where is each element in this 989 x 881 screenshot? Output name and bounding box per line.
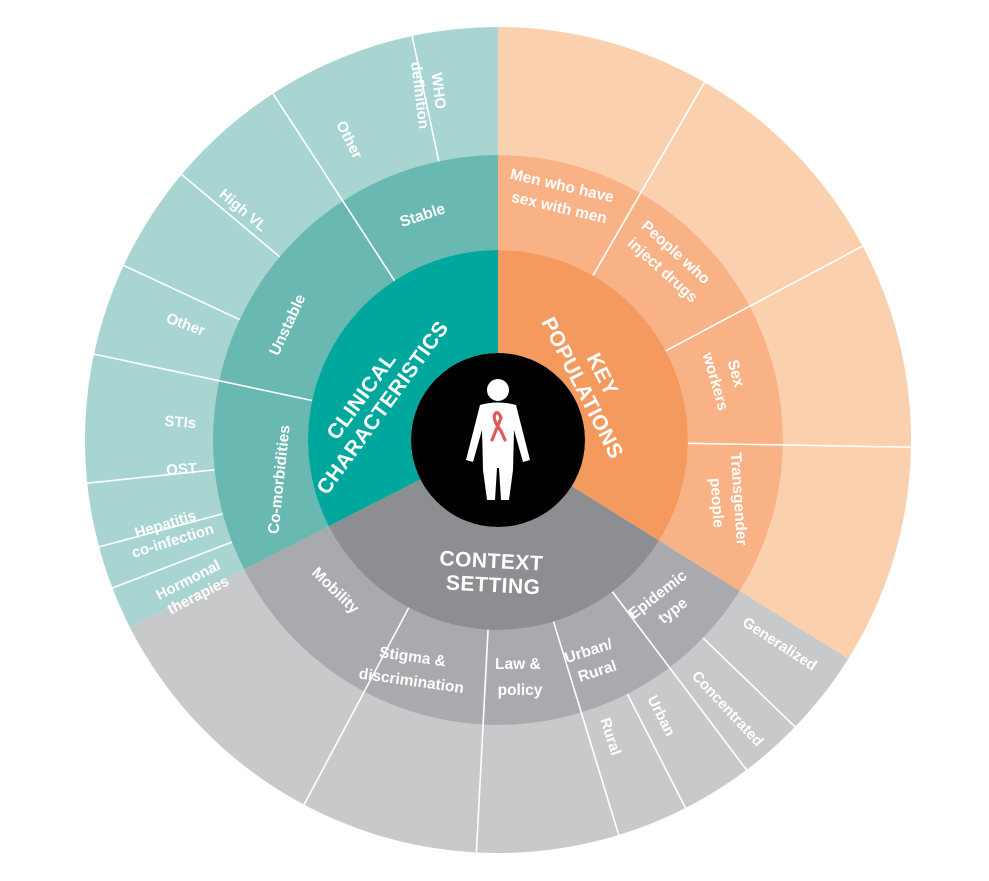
key-inner-ring-wedge: [498, 250, 688, 541]
clinical-subcategory-separator: [272, 93, 396, 282]
item-stis: STIs: [164, 413, 197, 432]
context-subcategory-separator: [475, 629, 489, 853]
key-mid-ring-wedge: [498, 155, 783, 592]
clinical-item-separator: [181, 173, 281, 258]
context-inner-ring-wedge: [328, 479, 660, 630]
ring-wedges: [84, 27, 911, 854]
key-subcategory-separator: [592, 81, 706, 276]
subcategory-law-policy: Law & policy: [495, 656, 545, 699]
clinical-item-separator: [112, 541, 233, 589]
context-subcategory-separator: [611, 591, 748, 771]
clinical-outer-ring-wedge: [84, 27, 498, 628]
subcategory-transgender-people: Transgender people: [705, 452, 751, 552]
clinical-item-separator: [98, 512, 223, 548]
context-title-line2: SETTING: [445, 572, 541, 600]
ring-separators: [87, 35, 911, 853]
clinical-item-separator: [87, 468, 215, 484]
context-mid-ring-wedge: [244, 526, 740, 726]
context-setting-title: CONTEXT SETTING: [438, 547, 550, 600]
svg-text:CONTEXT SETTING: CONTEXT SETTING: [438, 547, 550, 600]
context-title-line1: CONTEXT: [439, 547, 544, 575]
key-outer-ring-wedge: [498, 27, 911, 659]
context-item-separator: [702, 637, 796, 728]
key-subcategory-separator: [687, 442, 911, 449]
clinical-inner-ring-wedge: [308, 250, 498, 527]
clinical-item-separator: [411, 35, 440, 162]
clinical-subcategory-separator: [93, 353, 313, 402]
context-item-separator: [626, 693, 687, 809]
person-with-red-ribbon-icon: [466, 379, 530, 500]
context-subcategory-separator: [552, 621, 620, 836]
key-subcategory-separator: [665, 245, 864, 352]
context-outer-ring-wedge: [130, 569, 849, 854]
item-ost: OST: [166, 460, 198, 479]
context-subcategory-separator: [303, 607, 410, 806]
clinical-mid-ring-wedge: [212, 154, 499, 570]
clinical-item-separator: [123, 264, 241, 321]
